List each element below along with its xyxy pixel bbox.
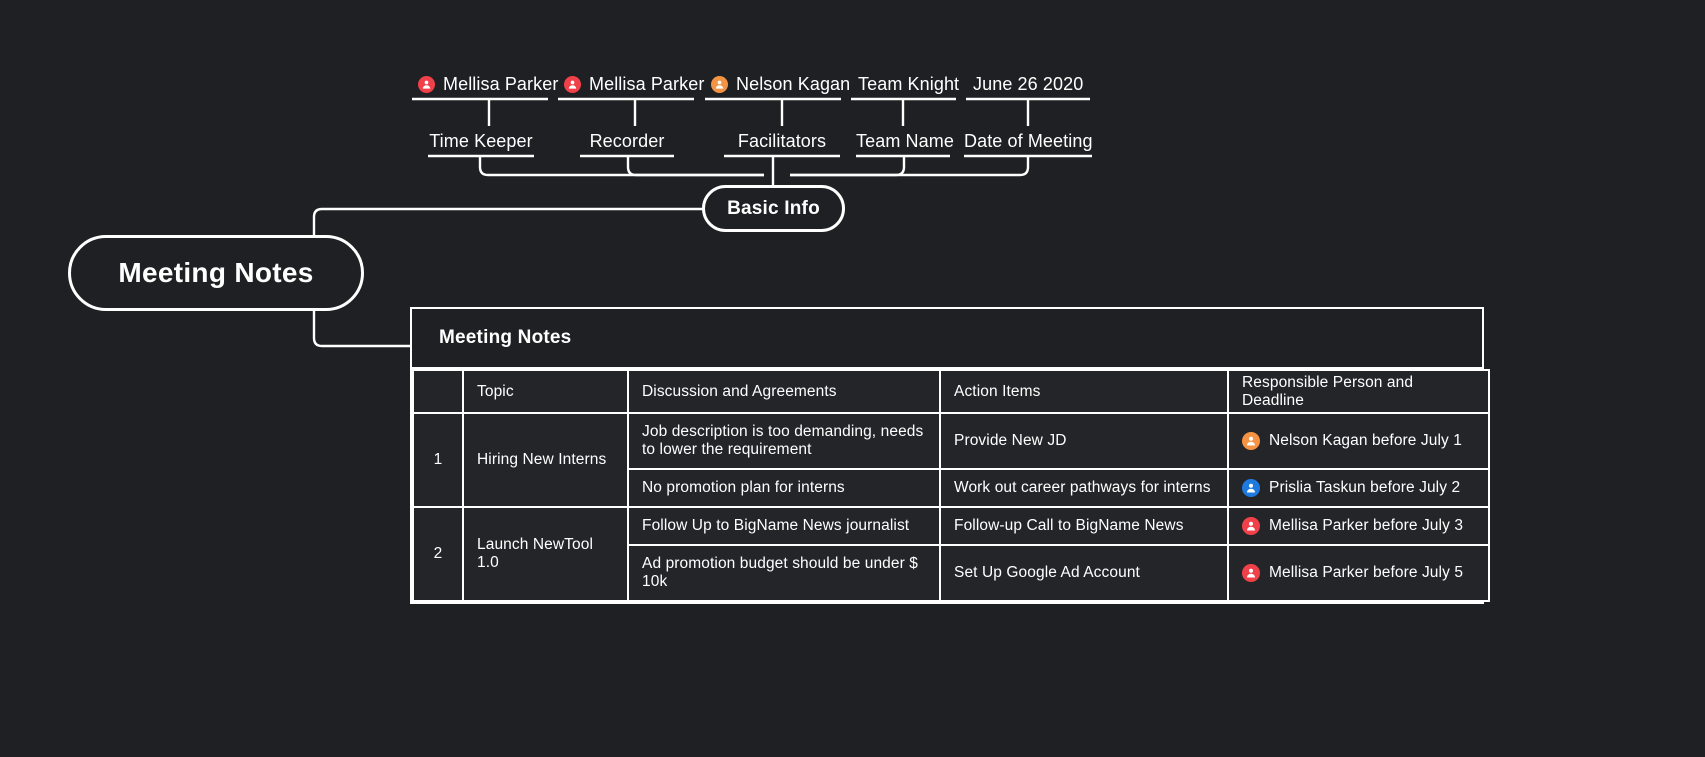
table-title-text: Meeting Notes (439, 327, 572, 348)
role-team-name: Team Name (856, 131, 954, 152)
person-facilitators: Nelson Kagan (711, 74, 850, 95)
table-title: Meeting Notes (412, 309, 1482, 369)
node-basic-info-label: Basic Info (727, 197, 820, 219)
person-name: Mellisa Parker (589, 74, 705, 94)
responsible-text: Nelson Kagan before July 1 (1269, 432, 1463, 449)
value-team-name: Team Knight (858, 74, 959, 95)
person-icon (1242, 564, 1260, 582)
role-date-of-meeting: Date of Meeting (964, 131, 1092, 152)
person-recorder: Mellisa Parker (564, 74, 704, 95)
value-date-of-meeting: June 26 2020 (973, 74, 1083, 95)
person-icon (1242, 517, 1260, 535)
person-icon (1242, 432, 1260, 450)
cell-discussion[interactable]: No promotion plan for interns (629, 470, 939, 506)
person-icon (1242, 479, 1260, 497)
cell-discussion[interactable]: Job description is too demanding, needs … (629, 414, 939, 468)
responsible-text: Mellisa Parker before July 3 (1269, 517, 1464, 534)
table-header-row: Topic Discussion and Agreements Action I… (414, 371, 1488, 412)
role-recorder: Recorder (580, 131, 674, 152)
person-name: Nelson Kagan (736, 74, 851, 94)
cell-discussion[interactable]: Follow Up to BigName News journalist (629, 508, 939, 544)
header-number (414, 371, 462, 412)
team-name-value: Team Knight (858, 74, 960, 94)
table-row[interactable]: 2 Launch NewTool 1.0 Follow Up to BigNam… (414, 508, 1488, 600)
role-label-text: Recorder (589, 131, 665, 151)
cell-responsible[interactable]: Mellisa Parker before July 3 (1229, 508, 1488, 544)
table-row[interactable]: Ad promotion budget should be under $ 10… (414, 546, 1488, 600)
responsible-text: Mellisa Parker before July 5 (1269, 564, 1464, 581)
role-label-text: Date of Meeting (964, 131, 1093, 151)
role-label-text: Time Keeper (429, 131, 533, 151)
role-label-text: Team Name (856, 131, 954, 151)
cell-responsible[interactable]: Nelson Kagan before July 1 (1229, 414, 1488, 468)
row-topic: Launch NewTool 1.0 (464, 508, 627, 600)
node-basic-info[interactable]: Basic Info (702, 185, 845, 232)
person-name: Mellisa Parker (443, 74, 559, 94)
notes-grid: Topic Discussion and Agreements Action I… (412, 369, 1490, 602)
node-meeting-notes-root[interactable]: Meeting Notes (68, 235, 364, 311)
header-action-items: Action Items (941, 371, 1227, 412)
role-facilitators: Facilitators (724, 131, 840, 152)
table-row[interactable]: 1 Hiring New Interns Job description is … (414, 414, 1488, 506)
person-icon (564, 76, 581, 93)
node-meeting-notes-label: Meeting Notes (118, 257, 314, 288)
cell-responsible[interactable]: Prislia Taskun before July 2 (1229, 470, 1488, 506)
cell-responsible[interactable]: Mellisa Parker before July 5 (1229, 546, 1488, 600)
row-number: 1 (414, 414, 462, 506)
header-discussion: Discussion and Agreements (629, 371, 939, 412)
cell-action-item-highlighted[interactable]: Follow-up Call to BigName News (941, 508, 1227, 544)
person-time-keeper: Mellisa Parker (418, 74, 558, 95)
date-value: June 26 2020 (973, 74, 1084, 94)
row-number: 2 (414, 508, 462, 600)
header-responsible: Responsible Person and Deadline (1229, 371, 1488, 412)
table-row[interactable]: No promotion plan for interns Work out c… (414, 470, 1488, 506)
cell-discussion[interactable]: Ad promotion budget should be under $ 10… (629, 546, 939, 600)
person-icon (418, 76, 435, 93)
row-topic: Hiring New Interns (464, 414, 627, 506)
role-time-keeper: Time Keeper (428, 131, 534, 152)
header-topic: Topic (464, 371, 627, 412)
cell-action-item-selected[interactable]: Set Up Google Ad Account (941, 546, 1227, 600)
role-label-text: Facilitators (737, 131, 827, 151)
person-icon (711, 76, 728, 93)
responsible-text: Prislia Taskun before July 2 (1269, 479, 1461, 496)
cell-action-item[interactable]: Work out career pathways for interns (941, 470, 1227, 506)
cell-action-item[interactable]: Provide New JD (941, 414, 1227, 468)
meeting-notes-table: Meeting Notes Topic Discussion and Agree… (410, 307, 1490, 604)
